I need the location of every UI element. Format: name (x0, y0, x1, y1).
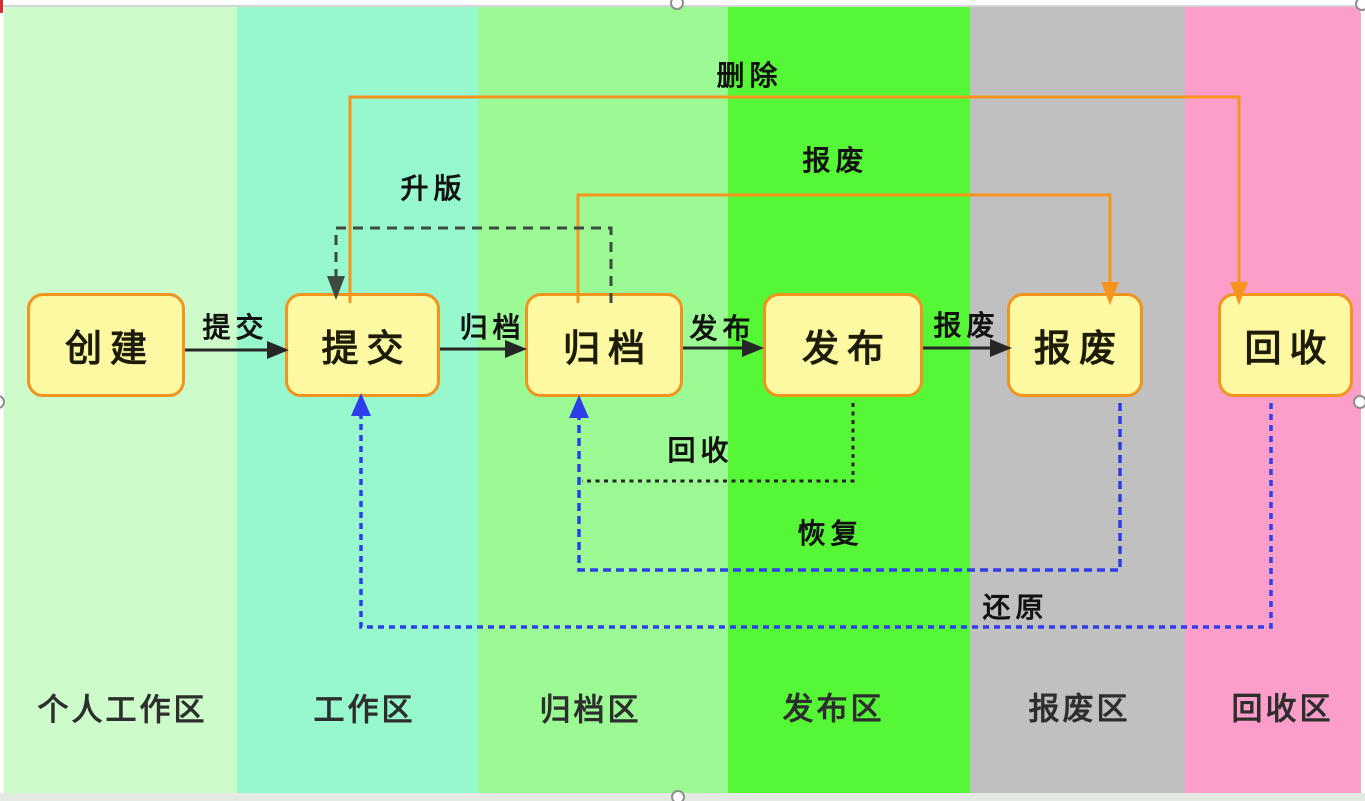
node-recycle: 回收 (1218, 293, 1353, 397)
zone-label-personal-work: 个人工作区 (37, 692, 208, 729)
edge-label-to-scrap: 报废 (933, 309, 1000, 342)
edge-label-upgrade: 升版 (400, 172, 467, 205)
zone-label-archive: 归档区 (539, 692, 642, 729)
selection-handle-top-right[interactable] (1355, 0, 1365, 11)
edge-label-submit: 提交 (202, 311, 269, 344)
edge-label-revert: 还原 (982, 591, 1049, 624)
selection-handle-bottom[interactable] (671, 790, 685, 801)
edge-label-delete: 删除 (716, 59, 783, 92)
node-scrap-label: 报废 (1034, 327, 1124, 370)
zone-band-personal-work (4, 5, 237, 793)
zone-label-work: 工作区 (313, 692, 416, 729)
red-edge-mark (0, 0, 3, 13)
zone-band-scrap (970, 5, 1185, 793)
selection-handle-right[interactable] (1353, 395, 1365, 409)
zone-band-publish (728, 5, 970, 793)
zone-label-recycle: 回收区 (1231, 691, 1334, 728)
edge-label-recycle: 回收 (667, 434, 734, 467)
edge-label-archive: 归档 (459, 311, 526, 344)
edge-label-publish: 发布 (689, 312, 756, 345)
zone-band-work (237, 5, 478, 793)
node-archive: 归档 (525, 293, 683, 397)
node-recycle-label: 回收 (1244, 327, 1335, 370)
node-archive-label: 归档 (563, 327, 653, 370)
node-publish-label: 发布 (802, 327, 892, 370)
node-submit: 提交 (285, 293, 440, 397)
node-publish: 发布 (763, 293, 923, 397)
node-create-label: 创建 (65, 327, 155, 370)
node-submit-label: 提交 (321, 327, 412, 370)
zone-band-archive (478, 5, 728, 793)
node-create: 创建 (27, 293, 185, 397)
zone-band-recycle (1185, 5, 1361, 793)
edge-label-restore: 恢复 (797, 517, 864, 550)
zone-label-publish: 发布区 (782, 691, 885, 728)
edge-label-scrap-jump: 报废 (802, 144, 869, 177)
selection-handle-top[interactable] (670, 0, 684, 10)
zone-label-scrap: 报废区 (1028, 691, 1131, 728)
node-scrap: 报废 (1007, 293, 1143, 397)
